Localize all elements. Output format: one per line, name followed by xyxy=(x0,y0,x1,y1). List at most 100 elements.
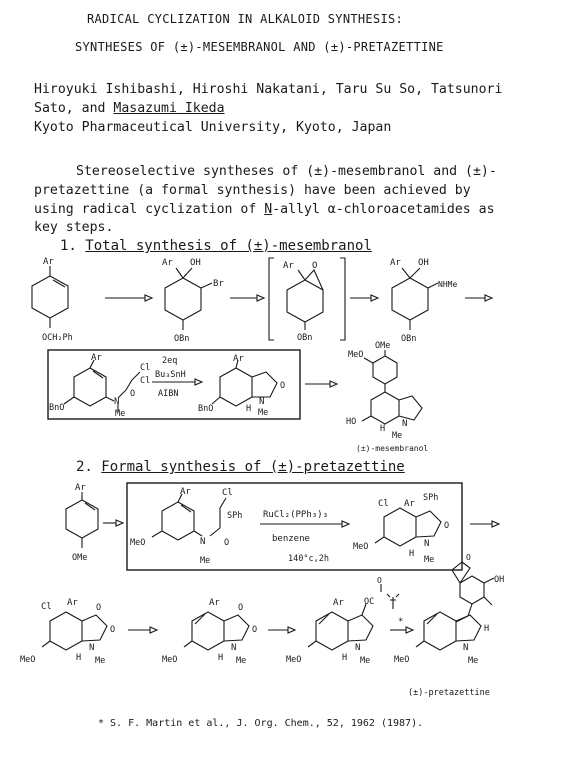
s1r2-h: H xyxy=(246,404,251,414)
s2d3-ar: Ar xyxy=(333,598,344,608)
s1m-ome: OMe xyxy=(375,341,390,351)
s2b2-me: Me xyxy=(424,555,434,565)
s1r1-ar: Ar xyxy=(91,353,102,363)
s1m-meo: MeO xyxy=(348,350,363,360)
s1c1-ar: Ar xyxy=(43,257,54,267)
scheme2-precursor: Ar Cl SPh MeO N O Me xyxy=(130,487,242,566)
s1r2-o: O xyxy=(280,381,285,391)
s2d2-me: Me xyxy=(236,656,246,666)
s1c2-br: Br xyxy=(213,279,224,289)
authors-prefix: Sato, and xyxy=(34,101,114,116)
s1c4-obn: OBn xyxy=(401,334,416,344)
s2d1-ar: Ar xyxy=(67,598,78,608)
s2pz-n: N xyxy=(463,643,468,653)
s1r1-me: Me xyxy=(115,409,125,419)
s2pz-label: (±)-pretazettine xyxy=(408,688,490,698)
authors-line-2: Sato, and Masazumi Ikeda xyxy=(34,101,225,116)
scheme1-mesembranol: MeO OMe HO H N Me (±)-mesembranol xyxy=(346,341,428,453)
s2d1-meo: MeO xyxy=(20,655,35,665)
s2b2-n: N xyxy=(424,539,429,549)
scheme1-compound-4: Ar OH NHMe OBn xyxy=(390,258,457,344)
section-1-heading: 1. Total synthesis of (±)-mesembranol xyxy=(60,238,372,254)
s2b1-o: O xyxy=(224,538,229,548)
s2-reagent-2: benzene xyxy=(272,534,310,544)
s1c3-ar: Ar xyxy=(283,261,294,271)
s1m-ho: HO xyxy=(346,417,356,427)
s2b2-o: O xyxy=(444,521,449,531)
s2b1-me: Me xyxy=(200,556,210,566)
scheme2-pretazettine: O OH H MeO N Me (±)-pretazettine xyxy=(394,553,504,698)
s1c4-ar: Ar xyxy=(390,258,401,268)
s2b2-meo: MeO xyxy=(353,542,368,552)
scheme2-enone: Ar O O MeO H N Me xyxy=(162,598,257,666)
s1c3-obn: OBn xyxy=(297,333,312,343)
s2pz-o: O xyxy=(466,553,471,562)
s1c1-sub: OCH₂Ph xyxy=(42,333,73,343)
s1-reagent-2: Bu₃SnH xyxy=(155,370,186,380)
s2b2-sph: SPh xyxy=(423,493,438,503)
section-2-heading: 2. Formal synthesis of (±)-pretazettine xyxy=(76,459,405,475)
s2d2-o1: O xyxy=(238,603,243,613)
s1c2-oh: OH xyxy=(190,258,201,268)
s2d1-n: N xyxy=(89,643,94,653)
s1r2-me: Me xyxy=(258,408,268,418)
section-1-title: Total synthesis of (±)-mesembranol xyxy=(85,238,372,254)
s2c1-ome: OMe xyxy=(72,553,87,563)
s2b1-n: N xyxy=(200,537,205,547)
scheme1-compound-1: Ar OCH₂Ph xyxy=(31,257,73,343)
scheme2-dione-cl: Cl Ar O O MeO H N Me xyxy=(20,598,115,666)
s1m-label: (±)-mesembranol xyxy=(356,444,428,453)
s1m-me: Me xyxy=(392,431,402,441)
s1c4-nhme: NHMe xyxy=(438,280,457,289)
abstract-line-3: using radical cyclization of N-allyl α-c… xyxy=(34,202,495,217)
s2d1-cl: Cl xyxy=(41,602,52,612)
s2c1-ar: Ar xyxy=(75,483,86,493)
abstract-line-3-prefix: using radical cyclization of xyxy=(34,202,265,217)
s2pz-me: Me xyxy=(468,656,478,666)
presenting-author: Masazumi Ikeda xyxy=(113,101,225,116)
section-2-number: 2. xyxy=(76,459,102,475)
s2d2-n: N xyxy=(231,643,236,653)
section-2-title: Formal synthesis of (±)-pretazettine xyxy=(101,459,405,475)
s1r2-ar: Ar xyxy=(233,354,244,364)
s1c4-oh: OH xyxy=(418,258,429,268)
s2d1-o2: O xyxy=(110,625,115,635)
abstract-line-3-suffix: -allyl α-chloroacetamides as xyxy=(272,202,495,217)
s2-reagent-1: RuCl₂(PPh₃)₃ xyxy=(263,510,328,520)
authors-line-1: Hiroyuki Ishibashi, Hiroshi Nakatani, Ta… xyxy=(34,82,503,97)
scheme2-ester: Ar OC O MeO H N Me xyxy=(286,576,400,666)
s2d1-h: H xyxy=(76,653,81,663)
scheme1-radical-box xyxy=(47,349,301,420)
abstract-line-2: pretazettine (a formal synthesis) have b… xyxy=(34,183,471,198)
title-line-1: RADICAL CYCLIZATION IN ALKALOID SYNTHESI… xyxy=(87,12,404,26)
s1-reagent-1: 2eq xyxy=(162,356,177,366)
s2d2-meo: MeO xyxy=(162,655,177,665)
s1r2-n: N xyxy=(259,397,264,407)
scheme2-cyclized: Cl Ar SPh MeO H N Me O xyxy=(353,493,449,565)
scheme1-compound-2: Ar OH Br OBn xyxy=(162,258,224,344)
s2pz-meo: MeO xyxy=(394,655,409,665)
s1-reagent-3: AIBN xyxy=(158,389,178,399)
s2b2-ar: Ar xyxy=(404,499,415,509)
s2pz-oh: OH xyxy=(494,575,504,585)
section-1-number: 1. xyxy=(60,238,86,254)
s1r1-bno: BnO xyxy=(49,403,64,413)
s2d3-eo: O xyxy=(377,576,382,585)
s2d3-h: H xyxy=(342,653,347,663)
s2-reagent-3: 140°c,2h xyxy=(288,554,329,564)
s2d3-meo: MeO xyxy=(286,655,301,665)
s1c2-obn: OBn xyxy=(174,334,189,344)
s2-star: * xyxy=(398,617,403,627)
s2d1-me: Me xyxy=(95,656,105,666)
scheme2-start: Ar OMe xyxy=(65,483,99,563)
s1r1-cl1: Cl xyxy=(140,363,150,373)
affiliation: Kyoto Pharmaceutical University, Kyoto, … xyxy=(34,120,392,135)
scheme2-atom-transfer-box xyxy=(126,482,463,571)
s2pz-h: H xyxy=(484,624,489,634)
s2b2-h: H xyxy=(409,549,414,559)
s1r1-n: N xyxy=(114,397,119,407)
s1c2-ar: Ar xyxy=(162,258,173,268)
s2d2-h: H xyxy=(218,653,223,663)
s1r1-cl2: Cl xyxy=(140,376,150,386)
